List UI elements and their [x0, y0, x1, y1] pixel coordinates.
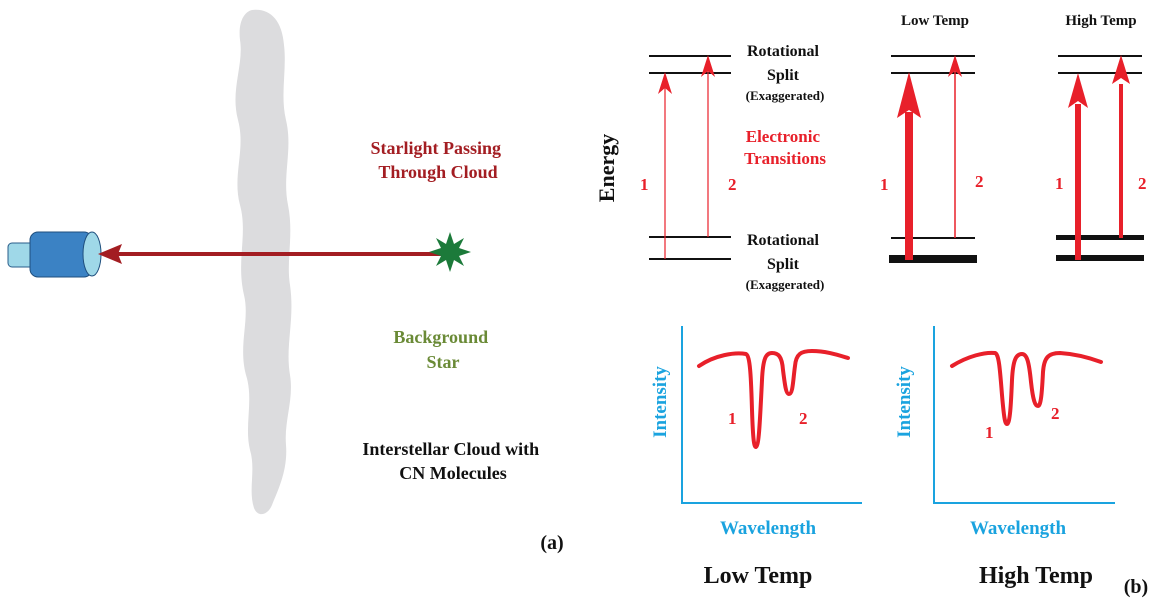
transition-1-label: 1 [640, 175, 649, 194]
energy-label: Energy [594, 134, 619, 202]
high-intensity-label: Intensity [894, 366, 915, 438]
low-spectrum-curve [697, 348, 850, 450]
low-temp-level-diagram: 1 2 [880, 55, 984, 263]
high-dip-1-label: 1 [985, 423, 994, 442]
starlight-label: Starlight Passing Through Cloud [370, 138, 505, 182]
telescope-icon [7, 231, 102, 278]
low-dip-2-label: 2 [799, 409, 808, 428]
low-temp-footer: Low Temp [704, 563, 813, 589]
high-temp-level-diagram: 1 2 [1055, 55, 1147, 261]
rotational-split-upper: Rotational Split (Exaggerated) [746, 43, 825, 103]
high-transition-1-label: 1 [1055, 174, 1064, 193]
high-dip-2-label: 2 [1051, 404, 1060, 423]
background-star-label: Background Star [393, 327, 492, 372]
low-wavelength-label: Wavelength [720, 518, 816, 539]
rotational-split-lower: Rotational Split (Exaggerated) [746, 232, 825, 292]
generic-level-diagram: 1 2 [640, 55, 737, 260]
interstellar-cloud [235, 9, 292, 515]
low-temp-header: Low Temp [901, 13, 969, 29]
panel-b: Energy Low Temp High Temp 1 2 Rotational… [594, 13, 1148, 598]
electronic-transitions-label: Electronic Transitions [744, 127, 826, 168]
high-temp-footer: High Temp [979, 563, 1093, 589]
high-transition-2-label: 2 [1138, 174, 1147, 193]
high-temp-spectrum: Intensity 1 2 Wavelength [894, 326, 1115, 539]
low-dip-1-label: 1 [728, 409, 737, 428]
starlight-arrowhead [98, 244, 122, 264]
transition-2-label: 2 [728, 175, 737, 194]
high-spectrum-curve [950, 350, 1103, 427]
cloud-label: Interstellar Cloud with CN Molecules [362, 439, 543, 483]
high-wavelength-label: Wavelength [970, 518, 1066, 539]
high-temp-header: High Temp [1065, 13, 1136, 29]
low-temp-spectrum: Intensity 1 2 Wavelength [650, 326, 862, 539]
panel-b-label: (b) [1124, 576, 1148, 598]
panel-a: Starlight Passing Through Cloud Backgrou… [7, 9, 564, 554]
star-icon [429, 232, 471, 272]
low-intensity-label: Intensity [650, 366, 671, 438]
panel-a-label: (a) [540, 532, 563, 554]
low-transition-1-label: 1 [880, 175, 889, 194]
low-transition-2-label: 2 [975, 172, 984, 191]
